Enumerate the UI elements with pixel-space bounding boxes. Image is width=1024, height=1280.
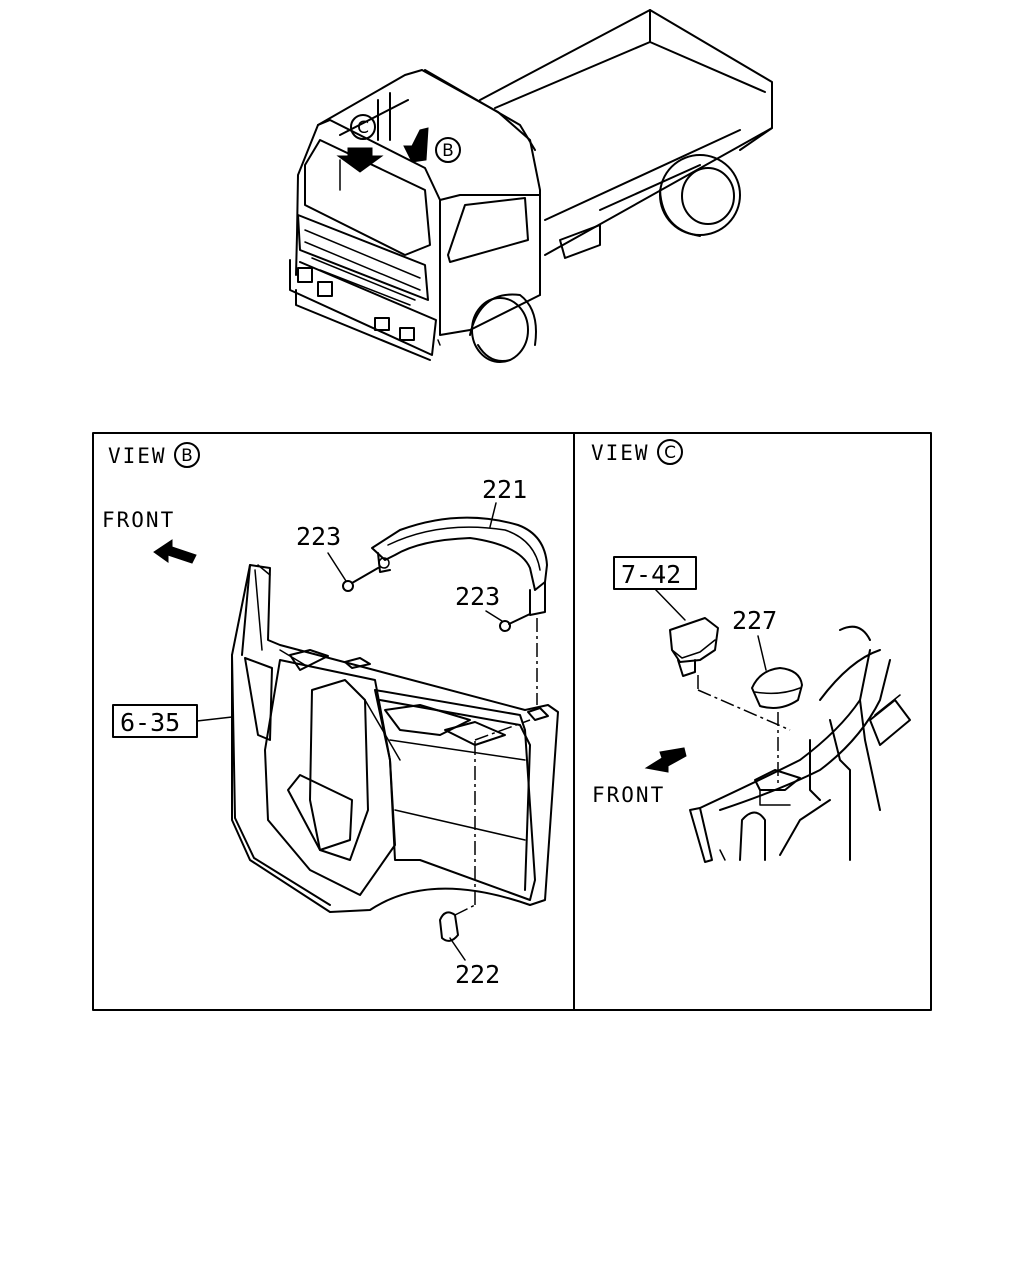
view-c-panel: VIEW C 7-42 227 FRONT: [591, 439, 911, 863]
part-227-label: 227: [732, 606, 777, 635]
part-222-label: 222: [455, 960, 500, 989]
view-c-title: VIEW: [591, 441, 650, 465]
screw-right: [499, 613, 531, 632]
part-223-left-label: 223: [296, 522, 341, 551]
front-arrow-icon-c: [644, 747, 687, 773]
cap-222: [439, 719, 531, 942]
part-223-right-label: 223: [455, 582, 500, 611]
view-b-panel: VIEW B FRONT 6-35: [102, 442, 559, 989]
view-c-title-letter: C: [664, 443, 676, 463]
view-c-arrow: C: [336, 114, 384, 173]
front-wheel: [469, 293, 537, 363]
rear-wheel: [659, 154, 741, 237]
views-frame: [92, 432, 932, 1011]
door-trim-panel: [231, 564, 559, 913]
view-b-ref-box: 6-35: [120, 708, 180, 737]
view-b-title: VIEW: [108, 444, 167, 468]
screw-left: [342, 567, 379, 592]
cab: [289, 69, 541, 361]
view-b-front-label: FRONT: [102, 508, 175, 532]
view-c-ref-box: 7-42: [621, 560, 681, 589]
view-c-front-label: FRONT: [592, 783, 665, 807]
part-221-label: 221: [482, 475, 527, 504]
view-b-arrow: B: [403, 127, 461, 163]
front-arrow-icon: [153, 539, 197, 564]
dashboard-section: [689, 625, 911, 863]
truck-overview: C B: [289, 9, 773, 363]
marker-b-label: B: [442, 141, 454, 161]
switch-part: [669, 617, 791, 731]
marker-c-label: C: [357, 118, 369, 138]
view-b-title-letter: B: [181, 446, 193, 466]
cover-227: [751, 667, 803, 785]
grab-handle: [371, 516, 548, 616]
